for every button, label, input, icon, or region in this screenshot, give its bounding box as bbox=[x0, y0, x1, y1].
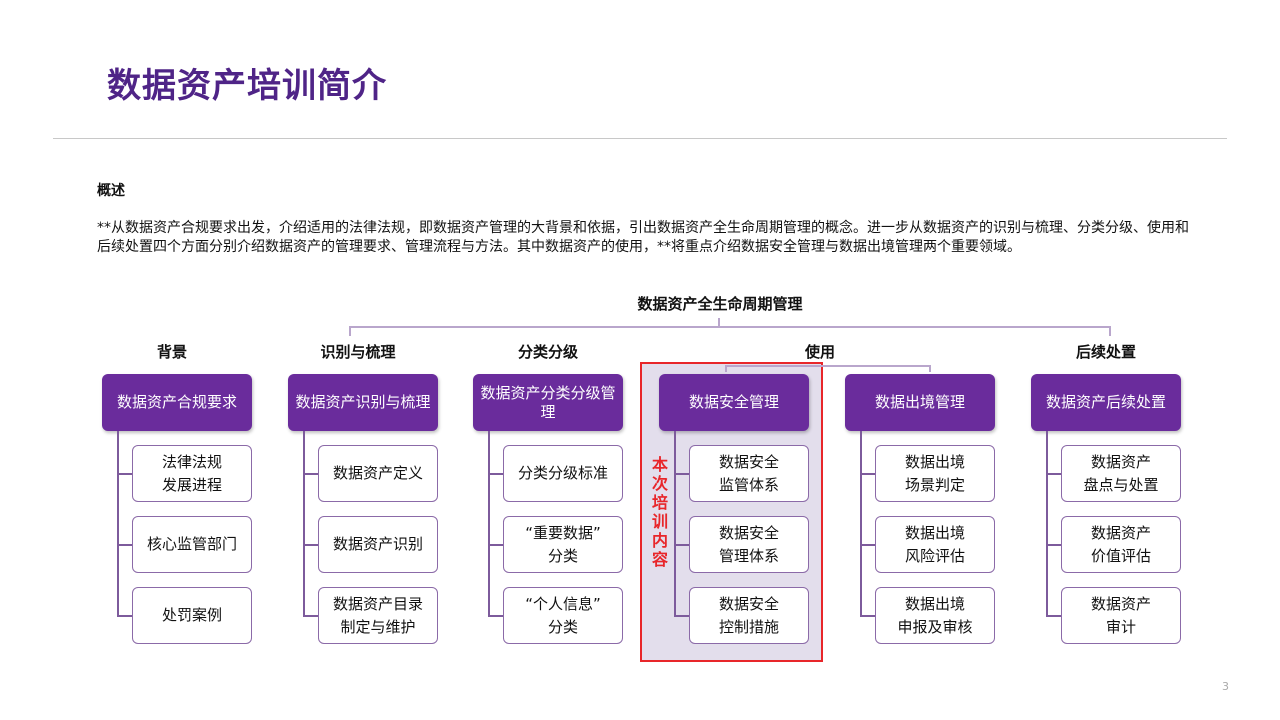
heading-disposal: 后续处置 bbox=[1075, 343, 1136, 361]
tree-line bbox=[488, 431, 490, 616]
sub-item-box: 数据安全 管理体系 bbox=[689, 516, 809, 573]
overview-text: **从数据资产合规要求出发，介绍适用的法律法规，即数据资产管理的大背景和依据，引… bbox=[97, 220, 1189, 255]
category-header-box: 数据资产合规要求 bbox=[102, 374, 252, 431]
sub-item-box: 数据出境 风险评估 bbox=[875, 516, 995, 573]
category-header-box: 数据资产后续处置 bbox=[1031, 374, 1181, 431]
page-title: 数据资产培训简介 bbox=[107, 66, 387, 106]
tree-branch bbox=[674, 544, 689, 546]
tree-branch bbox=[860, 473, 875, 475]
tree-branch bbox=[117, 473, 132, 475]
overview-label: 概述 bbox=[97, 183, 125, 199]
tree-line bbox=[674, 431, 676, 616]
heading-usage: 使用 bbox=[804, 343, 835, 361]
sub-item-box: 数据资产定义 bbox=[318, 445, 438, 502]
heading-identification: 识别与梳理 bbox=[320, 343, 396, 361]
category-header-box: 数据安全管理 bbox=[659, 374, 809, 431]
tree-branch bbox=[1046, 615, 1061, 617]
sub-item-box: 处罚案例 bbox=[132, 587, 252, 644]
lifecycle-bracket bbox=[349, 326, 1111, 328]
tree-branch bbox=[674, 473, 689, 475]
use-bracket bbox=[725, 365, 931, 367]
tree-branch bbox=[860, 615, 875, 617]
sub-item-box: 数据安全 监管体系 bbox=[689, 445, 809, 502]
lifecycle-title: 数据资产全生命周期管理 bbox=[637, 295, 803, 313]
divider bbox=[53, 138, 1227, 139]
bracket-end bbox=[349, 326, 351, 336]
tree-branch bbox=[1046, 473, 1061, 475]
tree-branch bbox=[303, 473, 318, 475]
sub-item-box: 数据资产识别 bbox=[318, 516, 438, 573]
bracket-end bbox=[725, 365, 727, 372]
sub-item-box: “重要数据” 分类 bbox=[503, 516, 623, 573]
category-header-box: 数据资产分类分级管理 bbox=[473, 374, 623, 431]
focus-label: 本次培训内容 bbox=[651, 455, 668, 569]
sub-item-box: “个人信息” 分类 bbox=[503, 587, 623, 644]
tree-branch bbox=[860, 544, 875, 546]
tree-line bbox=[860, 431, 862, 616]
heading-background: 背景 bbox=[156, 343, 187, 361]
tree-branch bbox=[303, 544, 318, 546]
sub-item-box: 数据安全 控制措施 bbox=[689, 587, 809, 644]
sub-item-box: 数据资产 价值评估 bbox=[1061, 516, 1181, 573]
tree-branch bbox=[303, 615, 318, 617]
sub-item-box: 数据出境 申报及审核 bbox=[875, 587, 995, 644]
tree-line bbox=[117, 431, 119, 616]
tree-line bbox=[303, 431, 305, 616]
bracket-end bbox=[1109, 326, 1111, 336]
sub-item-box: 数据资产 盘点与处置 bbox=[1061, 445, 1181, 502]
sub-item-box: 数据资产目录 制定与维护 bbox=[318, 587, 438, 644]
sub-item-box: 核心监管部门 bbox=[132, 516, 252, 573]
tree-branch bbox=[488, 544, 503, 546]
bracket-center bbox=[718, 318, 720, 327]
bracket-end bbox=[929, 365, 931, 372]
sub-item-box: 数据资产 审计 bbox=[1061, 587, 1181, 644]
tree-branch bbox=[488, 615, 503, 617]
sub-item-box: 数据出境 场景判定 bbox=[875, 445, 995, 502]
tree-line bbox=[1046, 431, 1048, 616]
sub-item-box: 分类分级标准 bbox=[503, 445, 623, 502]
tree-branch bbox=[117, 544, 132, 546]
category-header-box: 数据资产识别与梳理 bbox=[288, 374, 438, 431]
tree-branch bbox=[1046, 544, 1061, 546]
page-number: 3 bbox=[1222, 680, 1229, 693]
tree-branch bbox=[674, 615, 689, 617]
tree-branch bbox=[117, 615, 132, 617]
category-header-box: 数据出境管理 bbox=[845, 374, 995, 431]
sub-item-box: 法律法规 发展进程 bbox=[132, 445, 252, 502]
heading-classification: 分类分级 bbox=[517, 343, 578, 361]
tree-branch bbox=[488, 473, 503, 475]
